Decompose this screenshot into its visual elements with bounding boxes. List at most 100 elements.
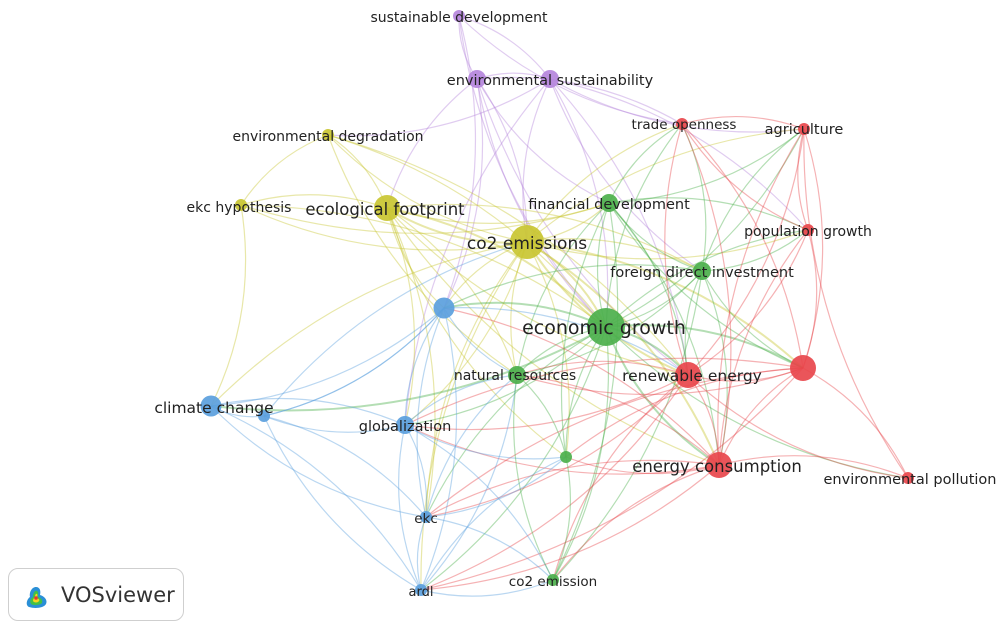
node-ag[interactable] xyxy=(798,123,810,135)
node-eg[interactable] xyxy=(587,308,625,346)
link-ardl-co2e xyxy=(420,579,554,597)
link-ef-re xyxy=(386,207,689,376)
link-es-re xyxy=(476,78,689,376)
link-ef-gl xyxy=(386,207,416,426)
node-label-fd[interactable]: financial development xyxy=(528,197,690,213)
node-ec[interactable] xyxy=(706,452,732,478)
node-fdi[interactable] xyxy=(693,262,711,280)
node-label-ardl[interactable]: ardl xyxy=(409,585,434,600)
link-ec-blue1 xyxy=(443,307,720,466)
node-label-es[interactable]: environmental sustainability xyxy=(447,73,654,89)
node-label-nr[interactable]: natural resources xyxy=(454,368,576,384)
link-sd-blue1 xyxy=(443,15,477,309)
node-label-ec[interactable]: energy consumption xyxy=(632,457,802,476)
link-ag-re xyxy=(687,128,805,376)
link-ec-co2e xyxy=(552,464,720,581)
link-fdi-blue1 xyxy=(443,264,703,309)
link-blue1-ardl xyxy=(420,307,458,591)
node-sd[interactable] xyxy=(453,10,465,22)
link-ef-nr xyxy=(386,207,518,376)
link-fd-co2e xyxy=(552,202,619,581)
link-fd-to xyxy=(608,123,683,204)
node-label-ekch[interactable]: ekc hypothesis xyxy=(187,200,292,216)
link-co2-cc xyxy=(210,241,528,407)
node-label-pg[interactable]: population growth xyxy=(744,224,872,240)
node-ekch[interactable] xyxy=(235,199,247,211)
node-label-to[interactable]: trade openness xyxy=(632,117,737,133)
link-ec-ep xyxy=(718,455,909,479)
node-to[interactable] xyxy=(676,118,688,130)
link-co2-red1 xyxy=(526,241,804,369)
node-red1[interactable] xyxy=(790,355,816,381)
link-es2-eg xyxy=(549,78,609,328)
node-label-co2e[interactable]: co2 emission xyxy=(509,574,597,590)
node-cc[interactable] xyxy=(200,395,222,417)
link-ef-ekc xyxy=(386,207,436,518)
link-es2-ag xyxy=(549,78,805,133)
link-re-ardl xyxy=(420,374,689,591)
node-es[interactable] xyxy=(468,70,486,88)
link-es-eg xyxy=(476,78,607,328)
link-co2-to xyxy=(526,123,683,243)
link-blue1-ekc xyxy=(416,307,445,518)
node-label-ag[interactable]: agriculture xyxy=(765,122,844,138)
link-re-gl xyxy=(404,374,689,431)
link-ekc-green2 xyxy=(425,456,567,518)
node-co2e[interactable] xyxy=(547,574,559,586)
link-eg-ep xyxy=(605,326,909,479)
link-layer xyxy=(210,15,909,597)
link-fd-nr xyxy=(516,202,610,376)
link-sd-es2 xyxy=(458,15,551,80)
node-label-re[interactable]: renewable energy xyxy=(622,367,762,385)
node-ekc[interactable] xyxy=(420,511,432,523)
node-gl[interactable] xyxy=(396,416,414,434)
link-ekch-cc xyxy=(210,204,247,407)
link-ag-ep xyxy=(803,128,909,479)
link-eg-gl xyxy=(404,326,607,426)
node-ep[interactable] xyxy=(902,472,914,484)
node-label-co2[interactable]: co2 emissions xyxy=(467,234,587,254)
node-label-ef[interactable]: ecological footprint xyxy=(305,200,465,219)
link-ekch-eg xyxy=(240,204,607,328)
node-re[interactable] xyxy=(675,362,701,388)
node-label-sd[interactable]: sustainable development xyxy=(370,10,548,26)
link-ed-ef xyxy=(327,134,388,209)
link-fd-red1 xyxy=(608,202,804,369)
link-ed-eg xyxy=(327,134,607,328)
node-label-ep[interactable]: environmental pollution xyxy=(824,472,997,488)
node-label-eg[interactable]: economic growth xyxy=(522,317,686,339)
node-es2[interactable] xyxy=(541,70,559,88)
link-cc-ekc xyxy=(210,405,427,518)
link-pg-ec xyxy=(718,229,809,466)
node-co2[interactable] xyxy=(510,225,544,259)
vosviewer-logo[interactable]: VOSviewer xyxy=(8,568,184,621)
node-nr[interactable] xyxy=(508,366,526,384)
link-co2-ekc xyxy=(425,241,528,518)
node-label-gl[interactable]: globalization xyxy=(359,419,452,435)
node-pg[interactable] xyxy=(802,224,814,236)
link-nr-co2e xyxy=(513,374,554,581)
node-label-ekc[interactable]: ekc xyxy=(414,511,438,527)
node-label-cc[interactable]: climate change xyxy=(154,399,273,417)
link-red1-green2 xyxy=(565,367,804,458)
link-ag-pg xyxy=(797,128,809,231)
node-ed[interactable] xyxy=(322,129,334,141)
node-blue2[interactable] xyxy=(258,410,270,422)
node-label-fdi[interactable]: foreign direct investment xyxy=(610,265,794,281)
node-ardl[interactable] xyxy=(415,584,427,596)
link-ekc-nr xyxy=(425,374,518,518)
vosviewer-logo-icon xyxy=(26,586,47,608)
link-cc-ardl xyxy=(210,405,422,591)
node-blue1[interactable] xyxy=(433,297,455,319)
link-co2-green2 xyxy=(526,241,570,458)
vosviewer-logo-text: VOSviewer xyxy=(61,582,175,607)
node-green2[interactable] xyxy=(560,451,572,463)
node-fd[interactable] xyxy=(600,194,618,212)
node-label-ed[interactable]: environmental degradation xyxy=(232,129,423,145)
link-ekc-ardl xyxy=(416,516,427,591)
link-eg-cc xyxy=(210,326,607,412)
link-fd-fdi xyxy=(608,202,703,272)
link-eg-to xyxy=(605,123,683,328)
node-ef[interactable] xyxy=(374,195,400,221)
